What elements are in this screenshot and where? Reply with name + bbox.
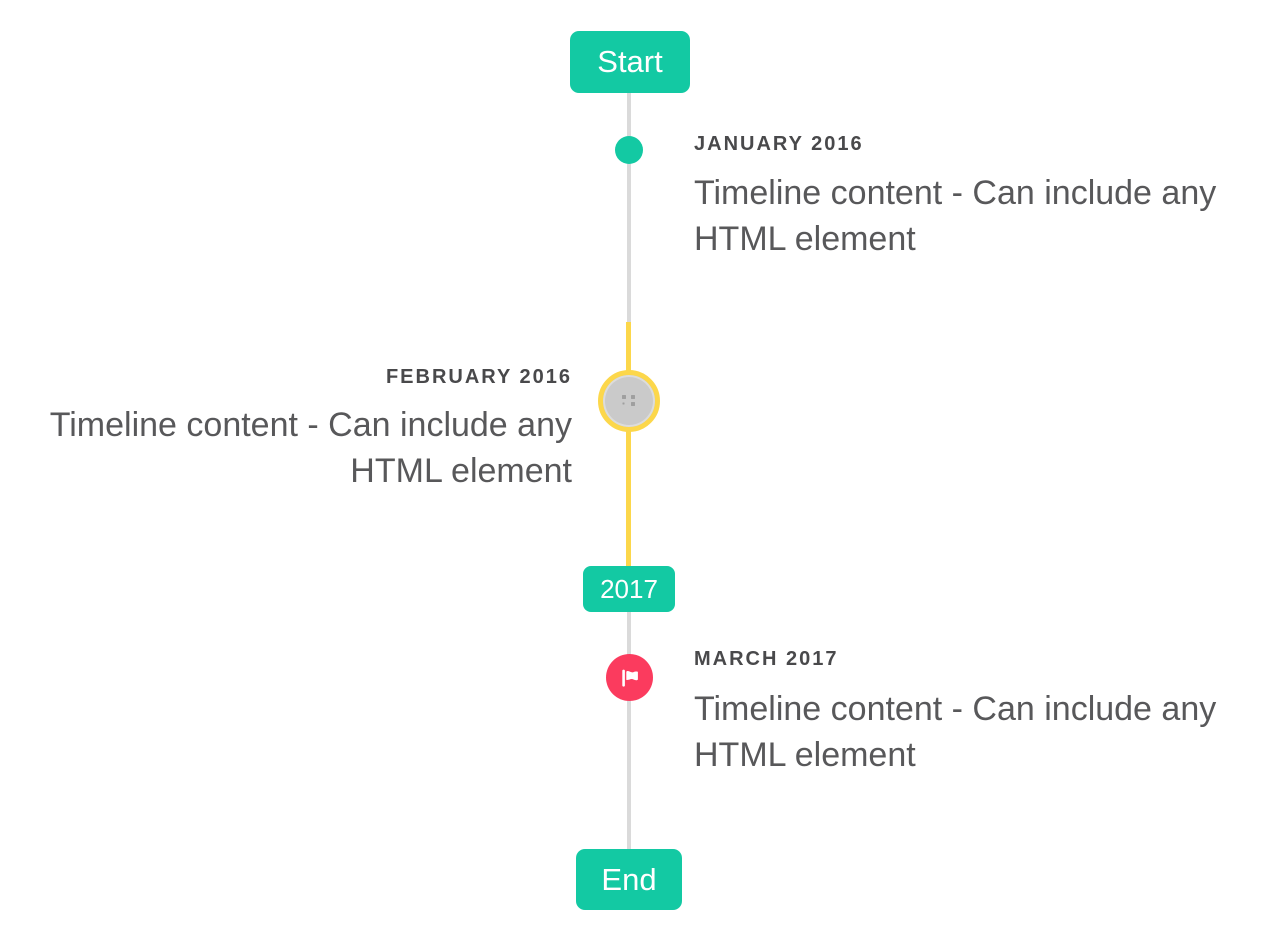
event-content-march: Timeline content - Can include any HTML … — [694, 690, 1217, 774]
event-date-february: FEBRUARY 2016 — [385, 366, 572, 388]
timeline-line-yellow-highlight — [626, 322, 631, 566]
broken-image-icon — [622, 395, 635, 406]
event-content-january: Timeline content - Can include any HTML … — [694, 174, 1217, 258]
timeline-line-gray-bottom — [627, 612, 631, 849]
flag-icon — [621, 669, 638, 687]
timeline-line-gray-top — [627, 93, 631, 322]
timeline-start-badge[interactable]: Start — [570, 31, 690, 93]
event-marker-flag-march[interactable] — [606, 654, 653, 701]
timeline-end-badge[interactable]: End — [576, 849, 682, 910]
event-date-january: JANUARY 2016 — [694, 133, 864, 155]
timeline-year-badge[interactable]: 2017 — [583, 566, 675, 612]
event-date-march: MARCH 2017 — [694, 648, 839, 670]
event-marker-image-february[interactable] — [598, 370, 660, 432]
event-marker-dot-january[interactable] — [615, 136, 643, 164]
event-content-february: Timeline content - Can include any HTML … — [49, 406, 572, 490]
